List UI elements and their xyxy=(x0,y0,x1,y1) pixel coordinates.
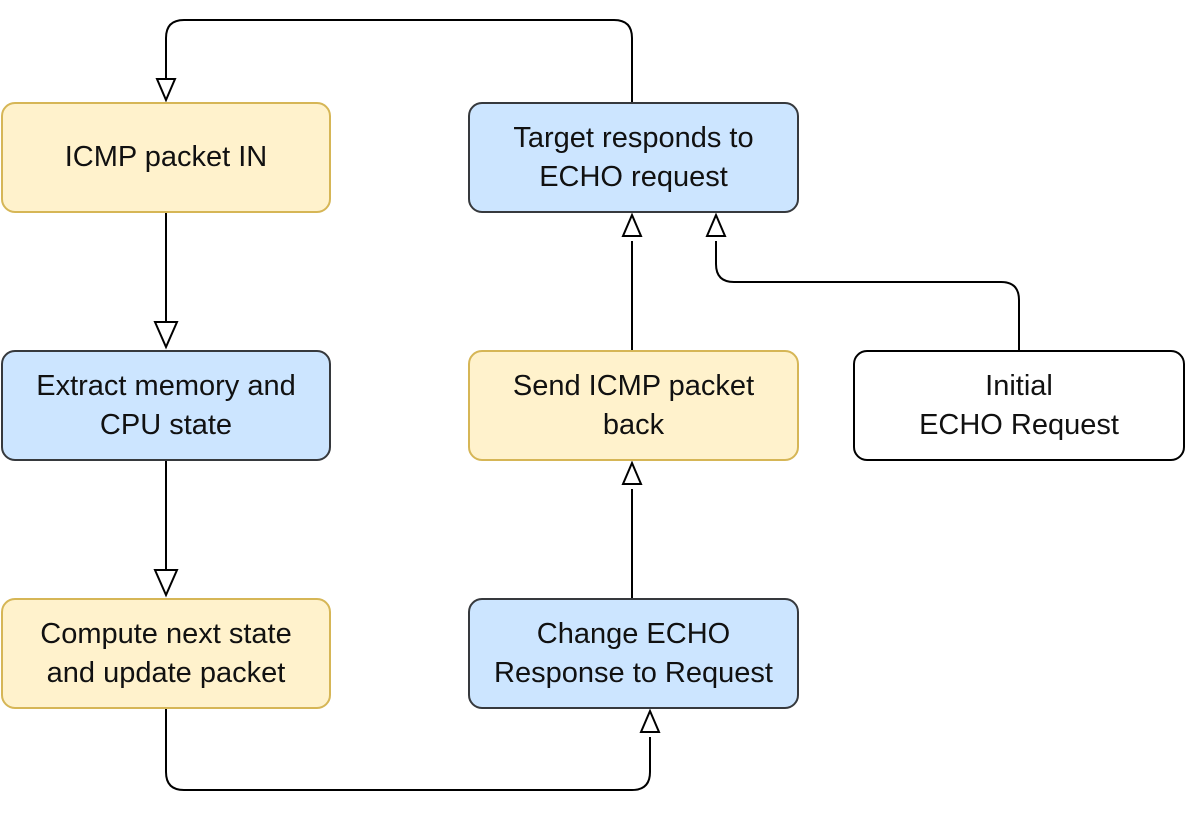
connector-compute-to-change xyxy=(165,709,651,791)
node-extract-memory-cpu-state: Extract memory and CPU state xyxy=(1,350,331,461)
node-label: Initial ECHO Request xyxy=(919,369,1119,441)
node-compute-next-state: Compute next state and update packet xyxy=(1,598,331,709)
arrowhead-change xyxy=(639,708,661,733)
arrowhead-send xyxy=(621,460,643,485)
arrowhead-compute xyxy=(153,569,179,598)
arrowhead-icmp-in xyxy=(155,78,177,103)
arrowhead-target xyxy=(705,212,727,237)
connector-target-to-icmp-in xyxy=(165,19,633,102)
node-label: ICMP packet IN xyxy=(64,141,268,173)
node-icmp-packet-in: ICMP packet IN xyxy=(1,102,331,213)
node-label: Change ECHO Response to Request xyxy=(494,617,773,689)
node-send-icmp-packet-back: Send ICMP packet back xyxy=(468,350,799,461)
arrowhead-extract xyxy=(153,321,179,350)
node-label: Target responds to ECHO request xyxy=(513,121,754,193)
node-label: Compute next state and update packet xyxy=(40,617,292,689)
arrowhead-target xyxy=(621,212,643,237)
node-label: Extract memory and CPU state xyxy=(36,369,296,441)
node-label: Send ICMP packet back xyxy=(512,369,755,441)
node-change-echo-response: Change ECHO Response to Request xyxy=(468,598,799,709)
connector-initial-to-target xyxy=(715,241,1020,350)
node-initial-echo-request: Initial ECHO Request xyxy=(853,350,1185,461)
node-target-responds: Target responds to ECHO request xyxy=(468,102,799,213)
